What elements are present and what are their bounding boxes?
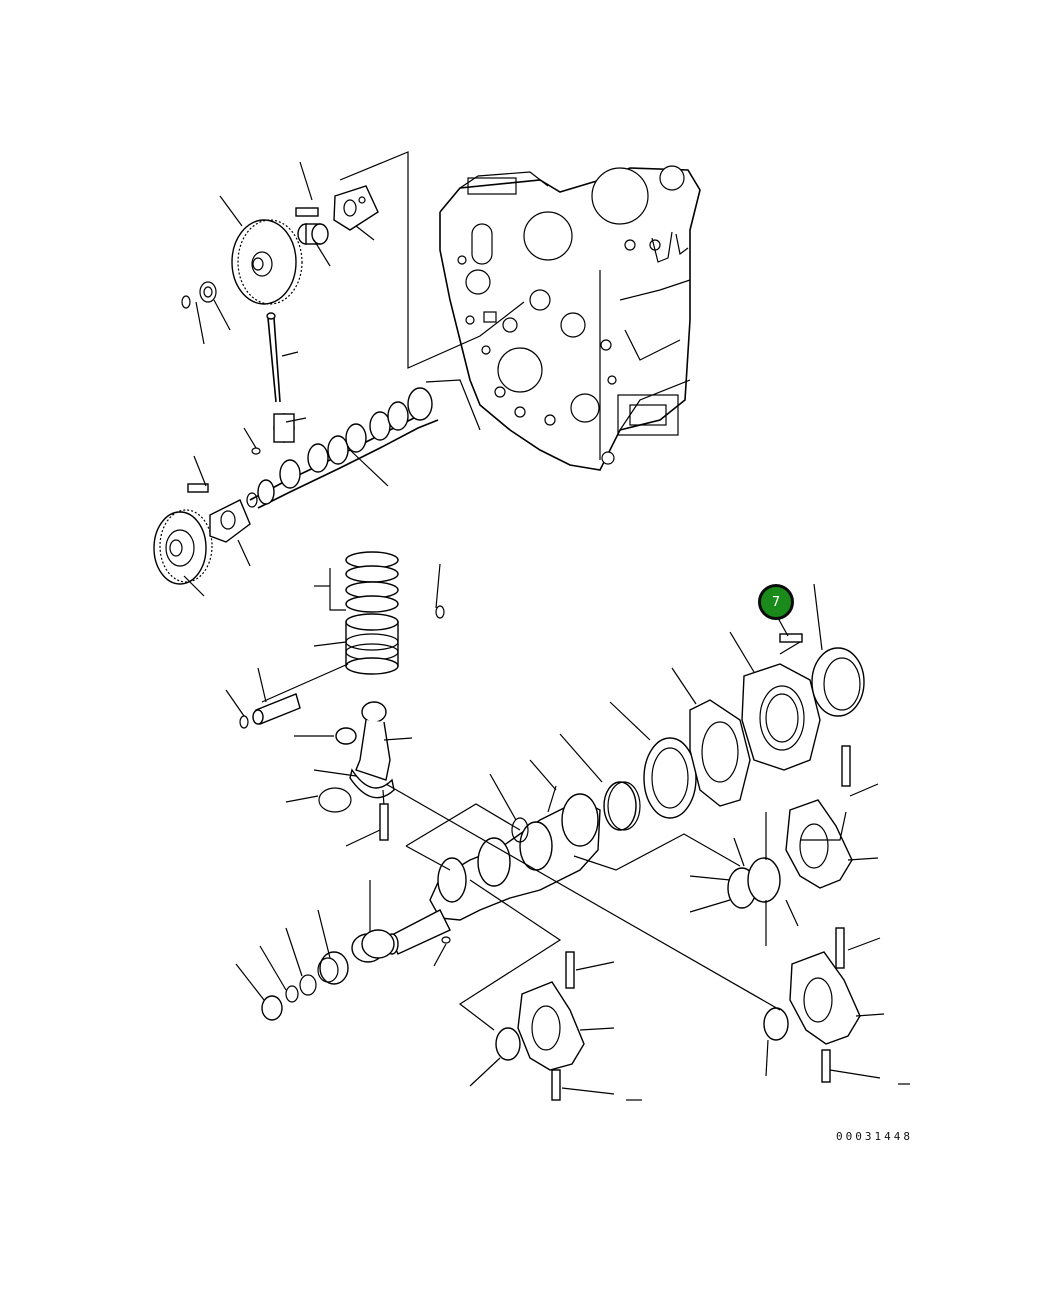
connecting-rod bbox=[318, 701, 395, 841]
leader-lines bbox=[183, 151, 910, 1101]
engine-block bbox=[439, 165, 701, 471]
crankshaft bbox=[385, 793, 601, 955]
piston-rings bbox=[345, 551, 399, 613]
rear-gasket bbox=[643, 737, 697, 819]
main-bearing-cap-right-top bbox=[785, 745, 853, 889]
camshaft-gear bbox=[153, 483, 251, 585]
piston bbox=[345, 605, 445, 675]
main-bearing-cap-right-bottom bbox=[789, 927, 861, 1083]
push-rod bbox=[251, 312, 295, 455]
oil-seal bbox=[811, 647, 865, 717]
main-bearings bbox=[495, 781, 789, 1061]
camshaft bbox=[246, 387, 439, 509]
callout-badge-7[interactable]: 7 bbox=[758, 584, 794, 620]
idler-gear bbox=[181, 219, 303, 309]
oil-seal-case-gasket bbox=[689, 699, 751, 807]
drawing-number: 00031448 bbox=[836, 1130, 913, 1143]
main-bearing-cap-center bbox=[517, 951, 585, 1101]
oil-seal-case bbox=[741, 633, 821, 771]
crank-gear bbox=[261, 929, 395, 1021]
idler-shaft bbox=[295, 185, 379, 245]
